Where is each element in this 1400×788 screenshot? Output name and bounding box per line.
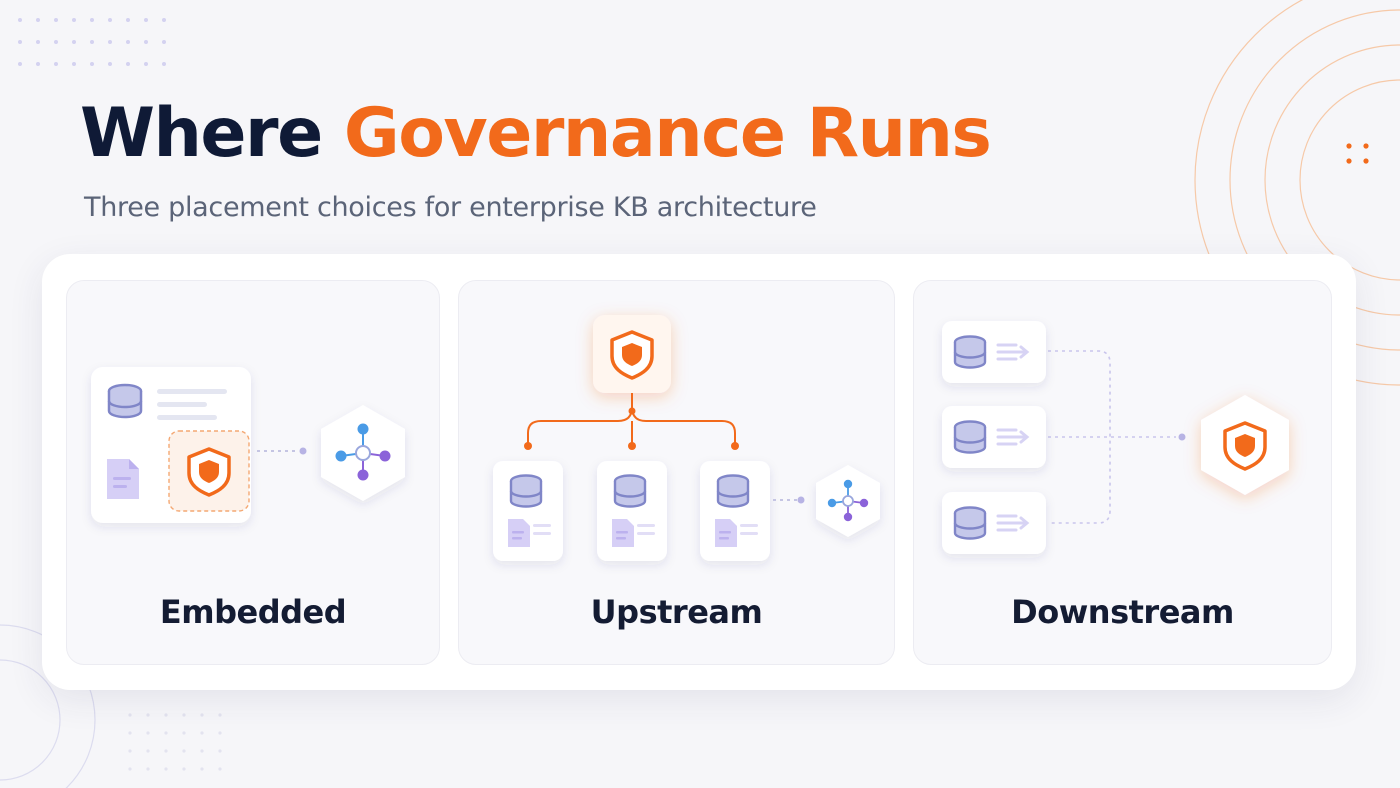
arcs-top-right [1194,0,1400,386]
arrow-right-icon [996,428,1030,446]
upstream-diagram [493,315,880,561]
document-icon [107,459,139,499]
page-subtitle: Three placement choices for enterprise K… [84,192,817,223]
shield-icon [187,447,231,497]
embedded-diagram [91,367,405,523]
arrow-right-icon [996,514,1030,532]
title-accent: Governance Runs [343,94,992,173]
shield-icon [610,330,654,380]
arrow-right-icon [996,343,1030,361]
source-card-1 [942,321,1046,383]
panel-label-embedded: Embedded [159,593,347,631]
dots-top-right [1346,143,1369,164]
kb-card-1 [493,461,563,561]
database-icon [107,383,143,419]
dot-grid-bottom-left [128,713,222,771]
arcs-bottom-left [0,624,96,788]
shield-icon [1223,421,1267,471]
kb-card-2 [597,461,667,561]
title-lead: Where [80,94,323,173]
flow-lines [1048,350,1176,524]
hub-icon [321,405,405,501]
placement-board: Embedded [42,254,1356,690]
distribution-lines [527,393,736,443]
downstream-diagram [942,321,1289,554]
panel-embedded: Embedded [66,280,440,665]
source-card-2 [942,406,1046,468]
kb-card-3 [700,461,770,561]
dot-grid-top-left [18,18,166,66]
page-title: Where Governance Runs [80,100,992,168]
source-card-3 [942,492,1046,554]
panel-downstream: Downstream [913,280,1332,665]
text-lines [157,389,227,420]
hub-icon [816,465,880,537]
panel-label-upstream: Upstream [590,593,763,631]
panel-label-downstream: Downstream [1011,593,1234,631]
shield-hexagon [1201,395,1289,495]
panel-upstream: Upstream [458,280,895,665]
